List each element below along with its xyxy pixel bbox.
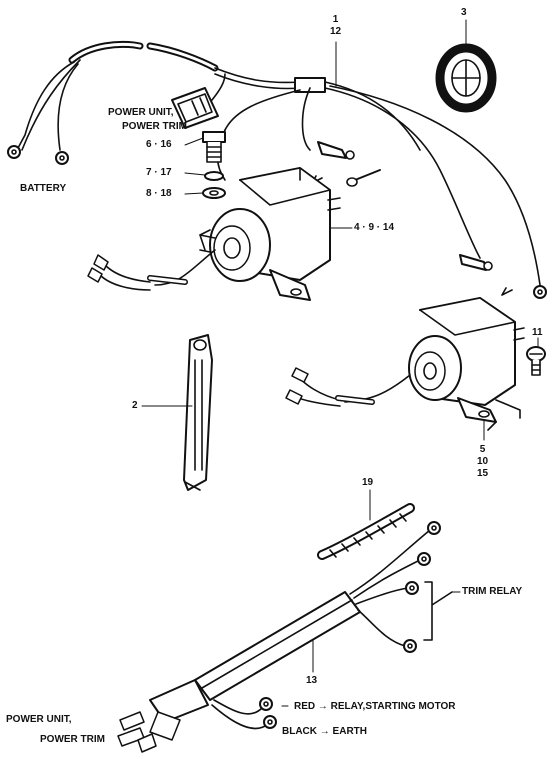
callout-2: 2 [132,400,138,411]
callout-8-18: 8 · 18 [146,188,172,199]
callout-3: 3 [461,7,467,18]
callout-15-text: 15 [477,468,489,479]
label-trim-relay: TRIM RELAY [462,586,523,597]
callout-10-text: 10 [477,456,489,467]
callout-6-16: 6 · 16 [146,139,172,150]
label-battery: BATTERY [20,183,67,194]
callout-5-text: 5 [479,444,486,455]
relay-lower [285,297,546,431]
relay-upper [87,167,341,301]
callout-13: 13 [306,675,318,686]
label-power-unit-top: POWER UNIT, [108,107,174,118]
callout-7-17: 7 · 17 [146,167,172,178]
sleeve-part-19 [317,503,415,560]
callout-4-9-14: 4 · 9 · 14 [354,222,395,233]
legend-black: BLACK → EARTH [282,726,367,737]
callout-1-text: 1 [332,14,339,25]
strap-part-2 [183,334,213,491]
grommet-part-3 [435,43,497,113]
label-power-unit-bottom: POWER UNIT, [6,714,72,725]
legend-red: RED → RELAY,STARTING MOTOR [294,701,456,712]
callout-12-text: 12 [330,26,342,37]
label-power-trim-bottom: POWER TRIM [40,734,105,745]
bolt-and-washers [202,131,226,199]
callout-1: 1 12 [330,14,341,38]
callout-19: 19 [362,477,374,488]
label-power-trim-top: POWER TRIM [122,121,187,132]
leader-lines [141,19,539,707]
callout-5-10-15: 5 10 15 [477,444,488,480]
main-harness [7,40,547,299]
callout-11: 11 [532,327,543,338]
trim-harness-part-13 [117,521,453,753]
